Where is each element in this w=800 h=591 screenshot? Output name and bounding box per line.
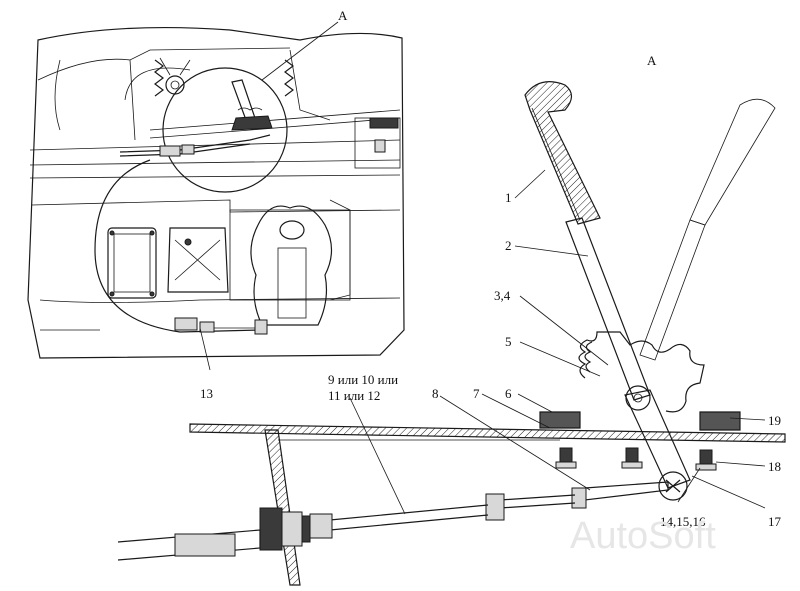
watermark: AutoSoft	[570, 515, 716, 557]
view-a-label-top: A	[338, 8, 348, 23]
part-7-label: 7	[473, 386, 480, 401]
part-14-16-label: 14,15,16	[660, 514, 706, 529]
part-5-label: 5	[505, 334, 512, 349]
part-17-label: 17	[768, 514, 782, 529]
part-18-label: 18	[768, 459, 781, 474]
vehicle-underside-view	[27, 21, 405, 371]
part-6-label: 6	[505, 386, 512, 401]
part-8-label: 8	[432, 386, 439, 401]
part-1-label: 1	[505, 190, 512, 205]
part-3-4-label: 3,4	[494, 288, 511, 303]
part-19-label: 19	[768, 413, 781, 428]
part-9-12-label-line2: 11 или 12	[328, 388, 380, 403]
gear-lever-section	[117, 81, 786, 586]
part-13-label: 13	[200, 386, 213, 401]
part-2-label: 2	[505, 238, 512, 253]
part-9-12-label-line1: 9 или 10 или	[328, 372, 398, 387]
view-a-label-right: A	[647, 53, 657, 68]
